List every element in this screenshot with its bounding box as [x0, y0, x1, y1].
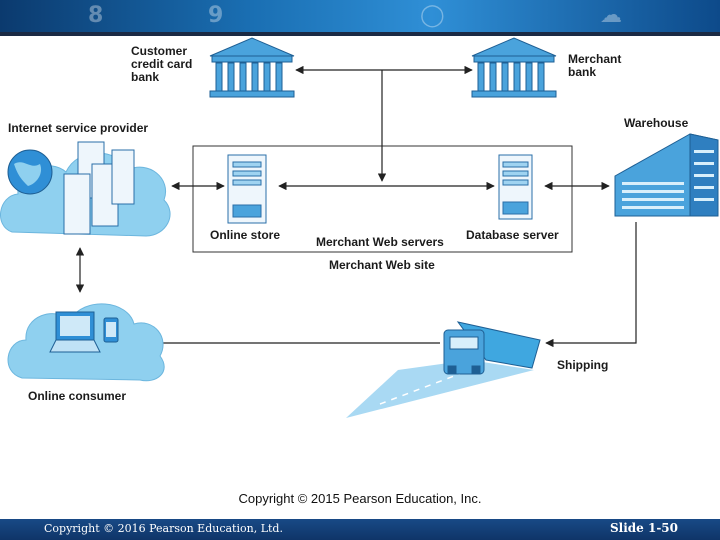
- connectors: [75, 65, 637, 348]
- merchant-web-site-label: Merchant Web site: [329, 258, 435, 272]
- banner-decoration-icon: ☁: [600, 3, 622, 28]
- footer-copyright: Copyright © 2016 Pearson Education, Ltd.: [44, 522, 283, 535]
- header-divider: [0, 32, 720, 36]
- banner-decoration-icon: 8: [88, 3, 104, 28]
- truck-icon: [443, 321, 541, 375]
- database-server-label: Database server: [466, 228, 559, 242]
- slide-number: Slide 1-50: [609, 521, 678, 535]
- laptop-icon: [49, 311, 101, 353]
- warehouse-to-shipping-arrow: [545, 222, 637, 348]
- road-icon: [346, 360, 534, 418]
- online-store-label: Online store: [210, 228, 281, 242]
- bank-building-icon: [209, 37, 295, 98]
- warehouse-icon: [614, 133, 719, 217]
- server-icon: [498, 154, 533, 220]
- online-consumer-label: Online consumer: [28, 389, 127, 403]
- slide-footer: Copyright © 2016 Pearson Education, Ltd.…: [0, 519, 720, 540]
- merchant-bank-label: Merchant bank: [568, 52, 622, 79]
- bank-building-icon: [471, 37, 557, 98]
- shipping-label: Shipping: [557, 358, 609, 372]
- banner-decoration-icon: ◯: [420, 3, 445, 28]
- header-banner: 8 9 ◯ ☁: [0, 0, 720, 32]
- server-icon: [227, 154, 267, 224]
- customer-bank-label: Customer credit card bank: [131, 44, 193, 84]
- isp-label: Internet service provider: [8, 121, 149, 135]
- merchant-web-servers-label: Merchant Web servers: [316, 235, 444, 249]
- globe-icon: [7, 149, 53, 195]
- pearson-copyright: Copyright © 2015 Pearson Education, Inc.: [238, 491, 482, 506]
- server-icon: [63, 141, 135, 235]
- banner-decoration-icon: 9: [208, 3, 224, 28]
- phone-icon: [103, 317, 119, 343]
- warehouse-label: Warehouse: [624, 116, 689, 130]
